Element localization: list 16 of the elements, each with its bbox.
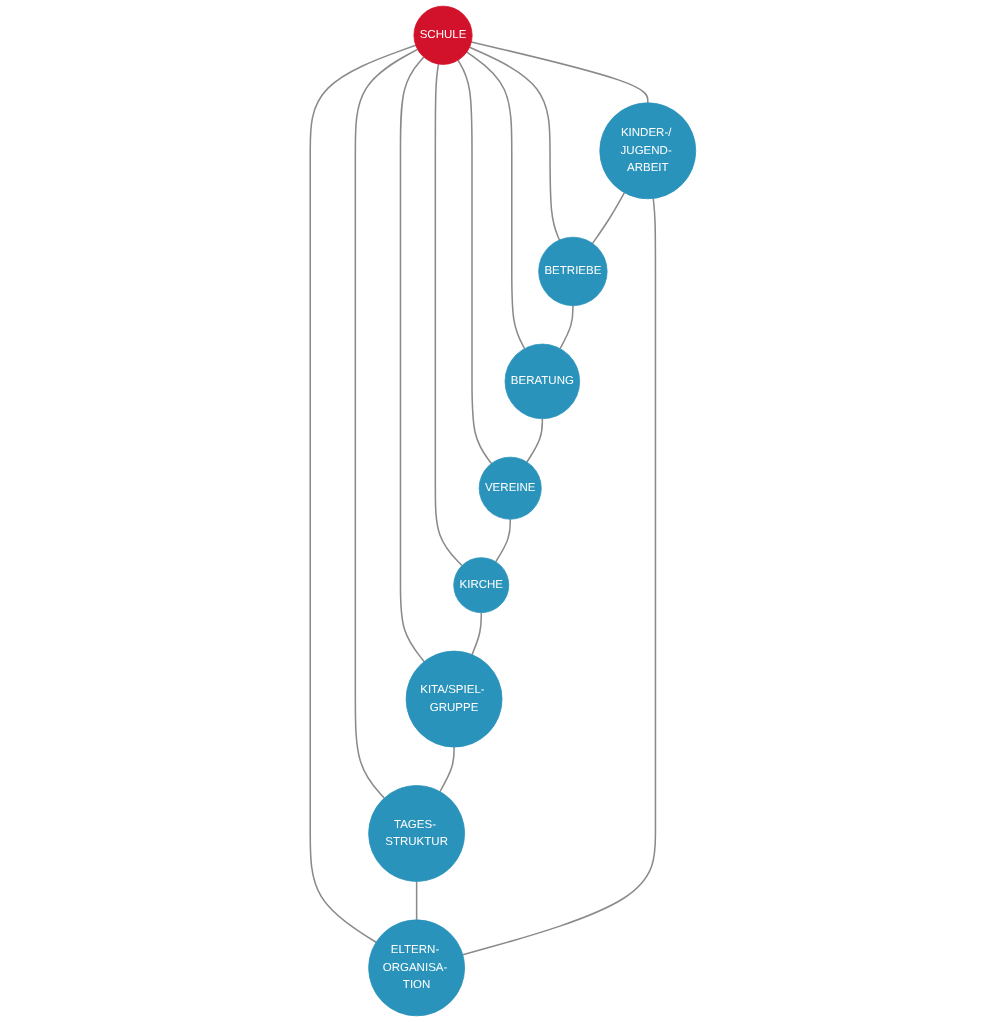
connector [470,41,649,104]
connector [457,59,493,465]
connector [439,746,455,793]
connector [466,51,526,350]
connector [591,191,626,245]
connector [462,197,657,956]
connector [495,518,511,563]
connector [415,880,418,921]
connector [309,44,417,943]
connector [434,63,463,567]
connector [399,56,425,663]
connector [471,611,483,656]
connector [559,304,574,350]
connector [354,48,419,799]
connector [526,417,544,463]
connector [468,46,561,241]
